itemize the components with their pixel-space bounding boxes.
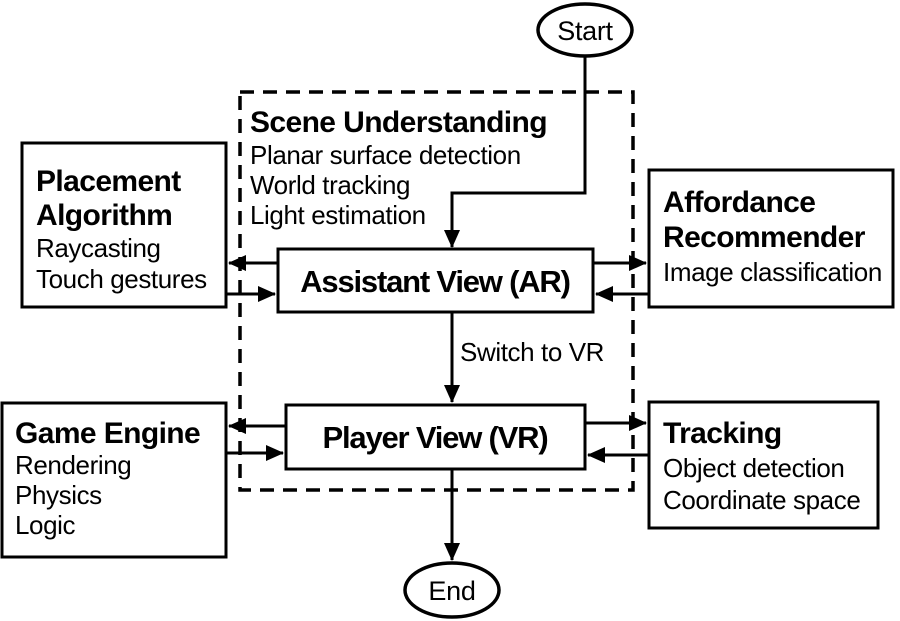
affordance-recommender-item: Image classification (663, 257, 882, 287)
game-engine-item: Rendering (15, 450, 131, 480)
player-view-label: Player View (VR) (323, 420, 548, 455)
placement-algorithm-node: Placement Algorithm Raycasting Touch ges… (20, 141, 228, 309)
scene-understanding-item: World tracking (250, 170, 410, 200)
affordance-recommender-node: Affordance Recommender Image classificat… (647, 168, 895, 309)
game-engine-item: Physics (15, 480, 102, 510)
affordance-recommender-title: Recommender (663, 221, 866, 254)
scene-understanding-item: Light estimation (250, 200, 426, 230)
scene-understanding-node: Scene Understanding Planar surface detec… (250, 106, 548, 230)
scene-understanding-title: Scene Understanding (250, 106, 547, 139)
scene-understanding-item: Planar surface detection (250, 140, 521, 170)
tracking-node: Tracking Object detection Coordinate spa… (647, 400, 880, 530)
tracking-title: Tracking (663, 417, 782, 450)
end-label: End (428, 576, 475, 606)
placement-algorithm-title: Algorithm (36, 199, 172, 232)
placement-algorithm-item: Touch gestures (36, 264, 207, 294)
end-oval (403, 561, 501, 619)
start-label: Start (557, 16, 613, 46)
edge-start-to-assistant (444, 56, 587, 248)
tracking-box (647, 400, 880, 530)
game-engine-node: Game Engine Rendering Physics Logic (0, 401, 228, 559)
end-node: End (403, 561, 501, 619)
start-oval (536, 2, 634, 58)
tracking-item: Object detection (663, 453, 845, 483)
assistant-view-box (276, 247, 595, 314)
tracking-item: Coordinate space (663, 485, 860, 515)
game-engine-item: Logic (15, 510, 76, 540)
player-view-box (284, 403, 587, 471)
placement-algorithm-title: Placement (36, 165, 181, 198)
affordance-recommender-title: Affordance (663, 186, 815, 219)
switch-to-vr-edge-label: Switch to VR (460, 337, 604, 367)
affordance-recommender-box (647, 168, 895, 309)
assistant-view-node: Assistant View (AR) (276, 247, 595, 314)
placement-algorithm-box (20, 141, 228, 309)
assistant-view-label: Assistant View (AR) (300, 264, 569, 299)
game-engine-title: Game Engine (15, 417, 200, 450)
start-node: Start (536, 2, 634, 58)
scene-understanding-container (238, 90, 635, 492)
player-view-node: Player View (VR) (284, 403, 587, 471)
game-engine-box (0, 401, 228, 559)
placement-algorithm-item: Raycasting (36, 233, 161, 263)
